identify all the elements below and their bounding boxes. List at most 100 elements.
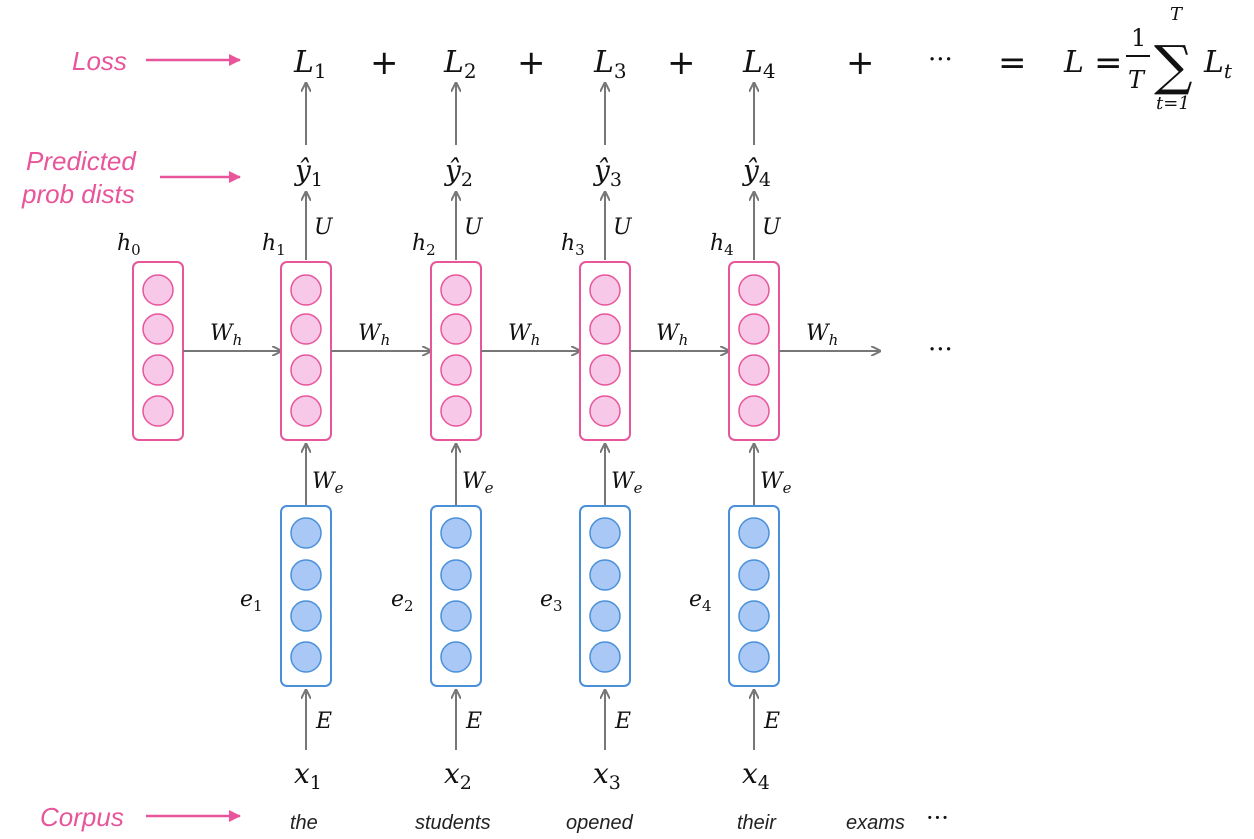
hidden-neuron	[290, 274, 322, 306]
embedding-neuron	[440, 559, 472, 591]
hidden-neuron	[589, 354, 621, 386]
hidden-neuron	[738, 395, 770, 427]
hidden-neuron	[589, 395, 621, 427]
yhat-3: ŷ3	[592, 154, 622, 191]
u-label: U	[613, 215, 633, 240]
wh-label: Wh	[210, 321, 242, 349]
embedding-neuron	[738, 641, 770, 673]
h0-neuron	[142, 395, 174, 427]
x3-label: x3	[593, 757, 621, 794]
h0-neuron	[142, 313, 174, 345]
formula-equals: =	[1094, 43, 1123, 83]
final-wh-label: Wh	[806, 321, 838, 349]
h1-label: h1	[262, 231, 286, 259]
embedding-neuron	[589, 559, 621, 591]
loss-4: L4	[742, 45, 776, 83]
h4-label: h4	[710, 231, 734, 259]
hidden-state-h0: h0	[117, 231, 184, 441]
embedding-neuron	[589, 517, 621, 549]
word-students: students	[415, 812, 491, 834]
loss-3: L3	[593, 45, 627, 83]
we-label: We	[611, 469, 643, 497]
we-label: We	[462, 469, 494, 497]
loss-label: Loss	[72, 46, 127, 76]
x2-label: x2	[444, 757, 472, 794]
formula-numerator: 1	[1131, 24, 1146, 52]
loss-ellipsis: ···	[928, 45, 953, 75]
we-label: We	[760, 469, 792, 497]
corpus-ellipsis: ···	[926, 804, 949, 832]
hidden-ellipsis: ···	[928, 335, 953, 365]
h3-label: h3	[561, 231, 585, 259]
sum-lower: t=1	[1156, 93, 1190, 114]
embedding-neuron	[589, 641, 621, 673]
word-exams: exams	[846, 812, 905, 834]
hidden-neuron	[738, 274, 770, 306]
e4-label: e4	[689, 587, 712, 615]
plus-3: +	[667, 43, 696, 83]
h2-label: h2	[412, 231, 436, 259]
embedding-neuron	[738, 517, 770, 549]
e3-label: e3	[540, 587, 563, 615]
embedding-neuron	[738, 600, 770, 632]
embedding-box	[280, 505, 332, 687]
embedding-neuron	[589, 600, 621, 632]
embedding-neuron	[440, 600, 472, 632]
corpus-label: Corpus	[40, 802, 124, 832]
hidden-neuron	[290, 354, 322, 386]
e-matrix-label: E	[315, 709, 332, 734]
predicted-label-line1: Predicted	[26, 146, 137, 176]
hidden-neuron	[440, 274, 472, 306]
embedding-neuron	[290, 600, 322, 632]
sum-upper: T	[1170, 4, 1184, 25]
embedding-box	[430, 505, 482, 687]
hidden-neuron	[738, 354, 770, 386]
timestep-4: ŷ4 U h4 Wh We e4 E x4 their	[630, 83, 792, 834]
formula-denominator: T	[1128, 66, 1146, 94]
u-label: U	[314, 215, 334, 240]
loss-2: L2	[443, 45, 477, 83]
formula-term: Lt	[1203, 45, 1233, 83]
embedding-neuron	[290, 641, 322, 673]
plus-1: +	[370, 43, 399, 83]
embedding-neuron	[440, 641, 472, 673]
we-label: We	[312, 469, 344, 497]
e-matrix-label: E	[763, 709, 780, 734]
hidden-neuron	[440, 354, 472, 386]
formula-lhs: L	[1063, 45, 1084, 80]
hidden-neuron	[589, 313, 621, 345]
embedding-box	[579, 505, 631, 687]
loss-formula: L = 1 T T ∑ t=1 Lt	[1063, 4, 1233, 114]
wh-label: Wh	[656, 321, 688, 349]
yhat-1: ŷ1	[293, 154, 323, 191]
equals-sign: =	[998, 43, 1027, 83]
word-opened: opened	[566, 812, 634, 834]
timestep-1: ŷ1 U h1 Wh We e1 E x1 the	[183, 83, 344, 834]
u-label: U	[464, 215, 484, 240]
h0-neuron	[142, 354, 174, 386]
word-the: the	[290, 812, 318, 834]
wh-label: Wh	[358, 321, 390, 349]
hidden-neuron	[440, 395, 472, 427]
timestep-2: ŷ2 U h2 Wh We e2 E x2 students	[331, 83, 494, 834]
embedding-neuron	[440, 517, 472, 549]
embedding-neuron	[290, 517, 322, 549]
embedding-neuron	[290, 559, 322, 591]
e-matrix-label: E	[614, 709, 631, 734]
u-label: U	[762, 215, 782, 240]
e-matrix-label: E	[465, 709, 482, 734]
hidden-neuron	[290, 313, 322, 345]
hidden-neuron	[290, 395, 322, 427]
h0-neuron	[142, 274, 174, 306]
hidden-neuron	[440, 313, 472, 345]
sigma-symbol: ∑	[1154, 34, 1193, 97]
e2-label: e2	[391, 587, 414, 615]
x1-label: x1	[294, 757, 322, 794]
yhat-2: ŷ2	[443, 154, 473, 191]
plus-2: +	[517, 43, 546, 83]
loss-row: L1 + L2 + L3 + L4 + ··· =	[293, 43, 1027, 83]
timestep-3: ŷ3 U h3 Wh We e3 E x3 opened	[481, 83, 643, 834]
h0-label: h0	[117, 231, 141, 259]
predicted-label-line2: prob dists	[21, 179, 135, 209]
